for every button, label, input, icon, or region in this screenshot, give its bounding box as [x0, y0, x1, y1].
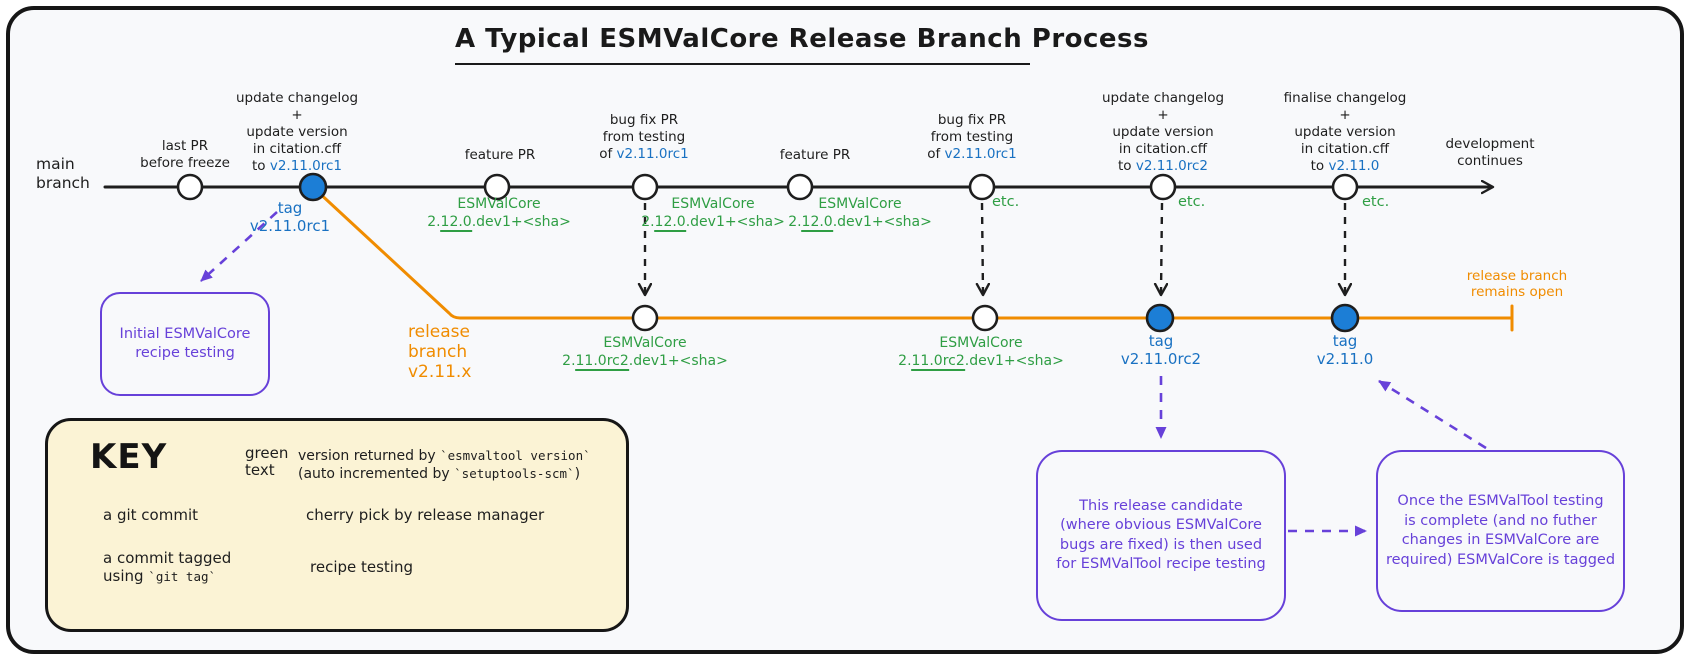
code-git-tag: `git tag`	[148, 569, 217, 584]
key-tagged-commit-label: a commit tagged using `git tag`	[103, 549, 232, 585]
release-commit-tag-rc2	[1145, 303, 1175, 333]
release-commit-1	[631, 304, 659, 332]
key-recipe-testing-label: recipe testing	[310, 558, 414, 576]
note-box-final-tagging: Once the ESMValTool testing is complete …	[1376, 450, 1625, 612]
note-box-rc-testing: This release candidate (where obvious ES…	[1036, 450, 1286, 621]
green-version-dev-1: ESMValCore 2.12.0.dev1+<sha>	[427, 196, 571, 232]
cherry-pick-arrow-2	[982, 202, 983, 294]
key-green-text-label: green text	[245, 444, 289, 479]
green-version-rc-1: ESMValCore 2.11.0rc2.dev1+<sha>	[562, 335, 728, 371]
code-esmvaltool-version: `esmvaltool version`	[440, 448, 591, 463]
tagging-arrow-final	[1378, 379, 1487, 450]
key-green-text-description: version returned by `esmvaltool version`…	[298, 448, 591, 482]
green-version-rc-2: ESMValCore 2.11.0rc2.dev1+<sha>	[898, 335, 1064, 371]
release-branch-label: release branch v2.11.x	[408, 322, 472, 382]
release-branch-remains-open: release branch remains open	[1466, 268, 1568, 300]
commit-feature-pr-1	[483, 173, 511, 201]
page-title: A Typical ESMValCore Release Branch Proc…	[455, 24, 1149, 65]
version-rc1: v2.11.0rc1	[616, 146, 689, 162]
commit-bugfix-2	[968, 173, 996, 201]
commit-feature-pr-2	[786, 173, 814, 201]
green-version-dev-2: ESMValCore 2.12.0.dev1+<sha>	[641, 196, 785, 232]
green-version-dev-3: ESMValCore 2.12.0.dev1+<sha>	[788, 196, 932, 232]
version-rc1: v2.11.0rc1	[944, 146, 1017, 162]
etc-label-3: etc.	[1362, 194, 1390, 210]
key-title: KEY	[90, 437, 168, 477]
annotation-bugfix-1: bug fix PR from testing of v2.11.0rc1	[599, 112, 689, 162]
commit-last-pr	[176, 173, 204, 201]
release-commit-2	[971, 304, 999, 332]
version-final: v2.11.0	[1328, 158, 1380, 174]
recipe-testing-arrow-initial	[200, 211, 278, 282]
etc-label-1: etc.	[992, 194, 1020, 210]
annotation-update-rc2: update changelog + update version in cit…	[1101, 90, 1225, 174]
version-rc1: v2.11.0rc1	[269, 158, 343, 174]
annotation-update-rc1: update changelog + update version in cit…	[235, 90, 359, 174]
annotation-feature-pr-1: feature PR	[464, 147, 536, 163]
release-branch-line	[314, 188, 1514, 320]
annotation-feature-pr-2: feature PR	[779, 147, 851, 163]
tag-label-rc2: tag v2.11.0rc2	[1120, 332, 1202, 368]
etc-label-2: etc.	[1178, 194, 1206, 210]
tag-label-rc1: tag v2.11.0rc1	[249, 199, 331, 235]
tag-label-final: tag v2.11.0	[1316, 332, 1374, 368]
cherry-pick-arrow-3	[1161, 202, 1162, 294]
commit-tag-rc1	[298, 172, 328, 202]
release-commit-tag-final	[1330, 303, 1360, 333]
main-branch-label: main branch	[36, 155, 90, 192]
development-continues-note: development continues	[1445, 136, 1535, 169]
annotation-last-pr: last PR before freeze	[140, 138, 230, 171]
annotation-bugfix-2: bug fix PR from testing of v2.11.0rc1	[927, 112, 1017, 162]
key-cherry-pick-label: cherry pick by release manager	[306, 506, 545, 524]
commit-finalise	[1331, 173, 1359, 201]
key-legend-box: KEY green text version returned by `esmv…	[45, 418, 629, 632]
commit-update-rc2	[1149, 173, 1177, 201]
code-setuptools-scm: `setuptools-scm`	[454, 466, 575, 481]
commit-bugfix-1	[631, 173, 659, 201]
note-box-initial-testing: Initial ESMValCore recipe testing	[100, 292, 270, 396]
annotation-finalise: finalise changelog + update version in c…	[1283, 90, 1407, 174]
key-git-commit-label: a git commit	[103, 506, 198, 524]
version-rc2: v2.11.0rc2	[1135, 158, 1209, 174]
